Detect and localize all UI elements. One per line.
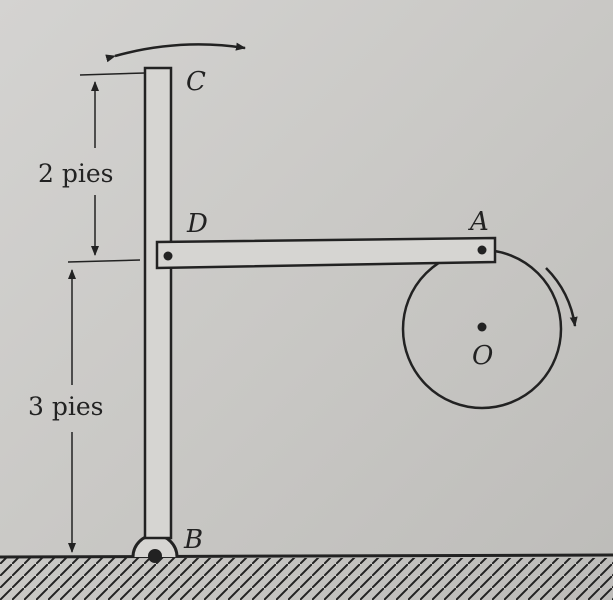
- pin-b: [148, 549, 162, 563]
- oscillation-arrow-icon: [105, 42, 246, 63]
- dimension-upper-label: 2 pies: [38, 159, 113, 188]
- vertical-bar-bc: [143, 66, 173, 540]
- label-a: A: [468, 207, 489, 237]
- ground: [0, 553, 613, 600]
- pin-a: [477, 245, 487, 255]
- dimension-lines: [67, 72, 146, 553]
- center-o: [477, 322, 487, 332]
- dimension-lower-label: 3 pies: [28, 392, 103, 421]
- link-da: [155, 236, 497, 270]
- label-o: O: [472, 341, 493, 371]
- pin-d: [163, 251, 173, 261]
- label-c: C: [186, 67, 206, 97]
- rotation-arrow-icon: [545, 267, 578, 327]
- label-b: B: [183, 525, 203, 555]
- label-d: D: [186, 209, 208, 239]
